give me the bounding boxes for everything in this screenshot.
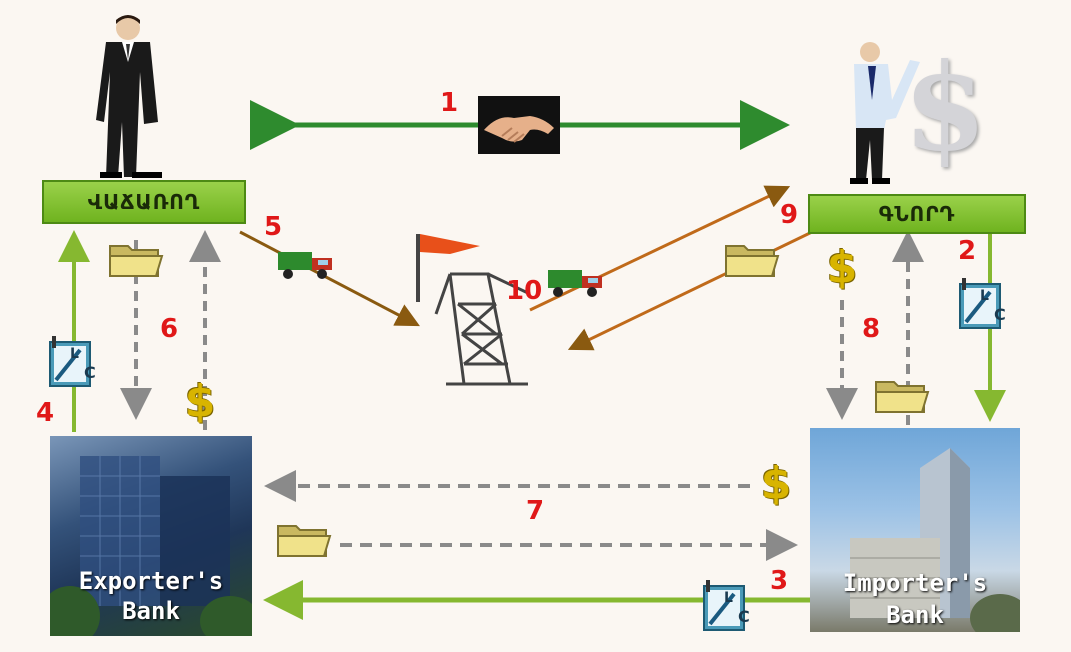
importer-bank: Importer's Bank — [810, 428, 1020, 632]
svg-text:C: C — [84, 363, 96, 382]
letter-of-credit-icon-4: L C — [49, 336, 96, 387]
exporter-bank-label-line1: Exporter's — [78, 567, 224, 595]
dollar-icon-6: $ — [184, 376, 216, 427]
goods-to-buyer-arrow — [529, 185, 791, 312]
step-number-6: 6 — [160, 314, 179, 344]
svg-text:C: C — [738, 607, 750, 626]
exporter-bank-building-icon — [50, 456, 252, 636]
truck-icon-10 — [548, 270, 602, 297]
importer-bank-label-line2: Bank — [886, 601, 944, 629]
folder-icon-importer — [875, 381, 930, 413]
seller-label: ՎԱՃԱՌՈՂ — [42, 180, 246, 224]
letter-of-credit-icon-3: L C — [703, 580, 750, 631]
step-number-5: 5 — [264, 212, 283, 242]
step-number-9: 9 — [780, 200, 799, 230]
dollar-icon-7: $ — [760, 458, 792, 509]
folder-icon-seller — [109, 245, 164, 277]
handshake-icon — [478, 96, 560, 154]
buyer-person-icon — [850, 42, 920, 184]
svg-text:L: L — [724, 590, 733, 606]
dollar-icon-8: $ — [826, 242, 858, 293]
step-number-4: 4 — [36, 398, 55, 428]
step-number-8: 8 — [862, 314, 881, 344]
exporter-bank: Exporter's Bank — [50, 436, 252, 636]
importer-bank-label-line1: Importer's — [842, 569, 988, 597]
port-crane-icon — [416, 234, 531, 386]
folder-icon-port — [725, 245, 780, 277]
svg-text:L: L — [980, 288, 989, 304]
step-number-3: 3 — [770, 566, 789, 596]
folder-icon-banks — [277, 525, 332, 557]
exporter-bank-label-line2: Bank — [122, 597, 180, 625]
step-number-2: 2 — [958, 236, 977, 266]
seller-person-icon — [96, 15, 162, 178]
step-number-7: 7 — [526, 496, 545, 526]
step-number-10: 10 — [506, 276, 543, 306]
step-number-1: 1 — [440, 88, 459, 118]
svg-text:C: C — [994, 305, 1006, 324]
svg-text:L: L — [70, 346, 79, 362]
dollar-sign-icon: $ — [903, 37, 987, 178]
letter-of-credit-icon-2: L C — [959, 278, 1006, 329]
buyer-label: ԳՆՈՐԴ — [808, 194, 1026, 234]
importer-bank-building-icon — [850, 448, 1020, 632]
truck-icon-5 — [278, 252, 332, 279]
